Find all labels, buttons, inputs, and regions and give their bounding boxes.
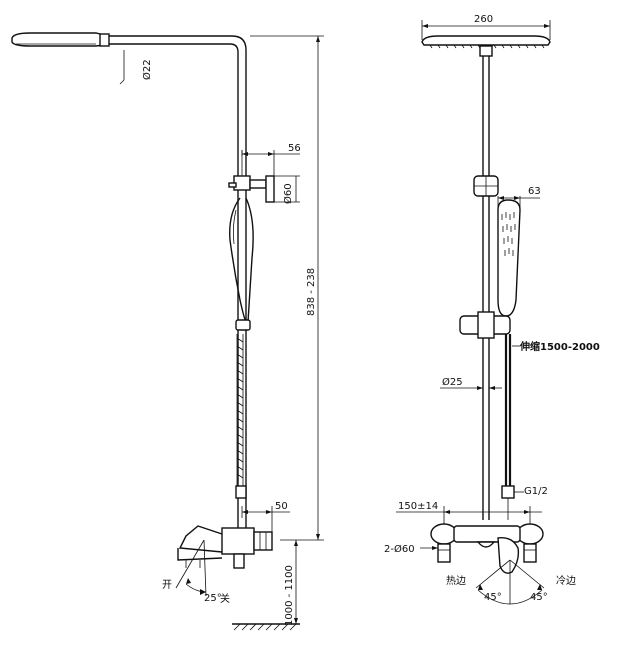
hose-thread-label: G1/2	[524, 486, 548, 497]
front-hand-shower	[497, 196, 540, 317]
arm-diameter-label: Ø22	[141, 59, 153, 80]
hose-length-label: 伸缩1500-2000	[519, 340, 600, 353]
outlet-offset-label: 50	[275, 501, 288, 512]
front-handset-holder	[459, 311, 511, 339]
bracket-diameter-label: Ø60	[282, 183, 294, 204]
side-view: Ø22 56 Ø60	[11, 32, 324, 631]
front-hose	[501, 334, 515, 520]
front-view: 260 63	[384, 14, 600, 605]
inlet-spacing-dim	[396, 506, 542, 526]
front-handle-angles	[475, 559, 545, 605]
close-label: 关	[220, 592, 230, 605]
left-angle-label: 45°	[484, 592, 502, 603]
side-lever-angle	[175, 539, 207, 597]
right-angle-label: 45°	[530, 592, 548, 603]
side-hose	[235, 334, 247, 499]
front-bracket	[473, 175, 499, 197]
pipe-diameter-dim	[440, 386, 502, 390]
riser-height-dim	[250, 35, 324, 541]
hot-side-label: 热边	[446, 574, 466, 587]
mount-height-dim	[294, 540, 298, 624]
inlet-spacing-label: 150±14	[398, 501, 438, 512]
front-mixer-valve	[430, 523, 544, 574]
head-width-dim	[421, 20, 551, 40]
side-hand-shower	[229, 197, 254, 331]
open-label: 开	[162, 580, 172, 591]
head-width-label: 260	[474, 14, 493, 25]
side-bracket	[228, 150, 300, 203]
cold-side-label: 冷边	[556, 574, 576, 587]
inlet-diameter-label: 2-Ø60	[384, 543, 415, 555]
pipe-diameter-label: Ø25	[442, 376, 463, 388]
mount-height-label: 1000 - 1100	[284, 565, 295, 626]
outlet-offset-dim	[241, 506, 290, 532]
handset-width-label: 63	[528, 186, 541, 197]
front-riser	[482, 56, 490, 520]
side-shower-head	[11, 32, 110, 47]
bracket-offset-label: 56	[288, 143, 301, 154]
front-shower-head	[421, 35, 551, 57]
side-floor	[232, 623, 300, 631]
lever-angle-label: 25°	[204, 593, 222, 604]
side-shower-arm	[109, 35, 247, 172]
riser-height-label: 838 - 238	[306, 268, 317, 316]
side-mixer-valve	[177, 525, 273, 569]
